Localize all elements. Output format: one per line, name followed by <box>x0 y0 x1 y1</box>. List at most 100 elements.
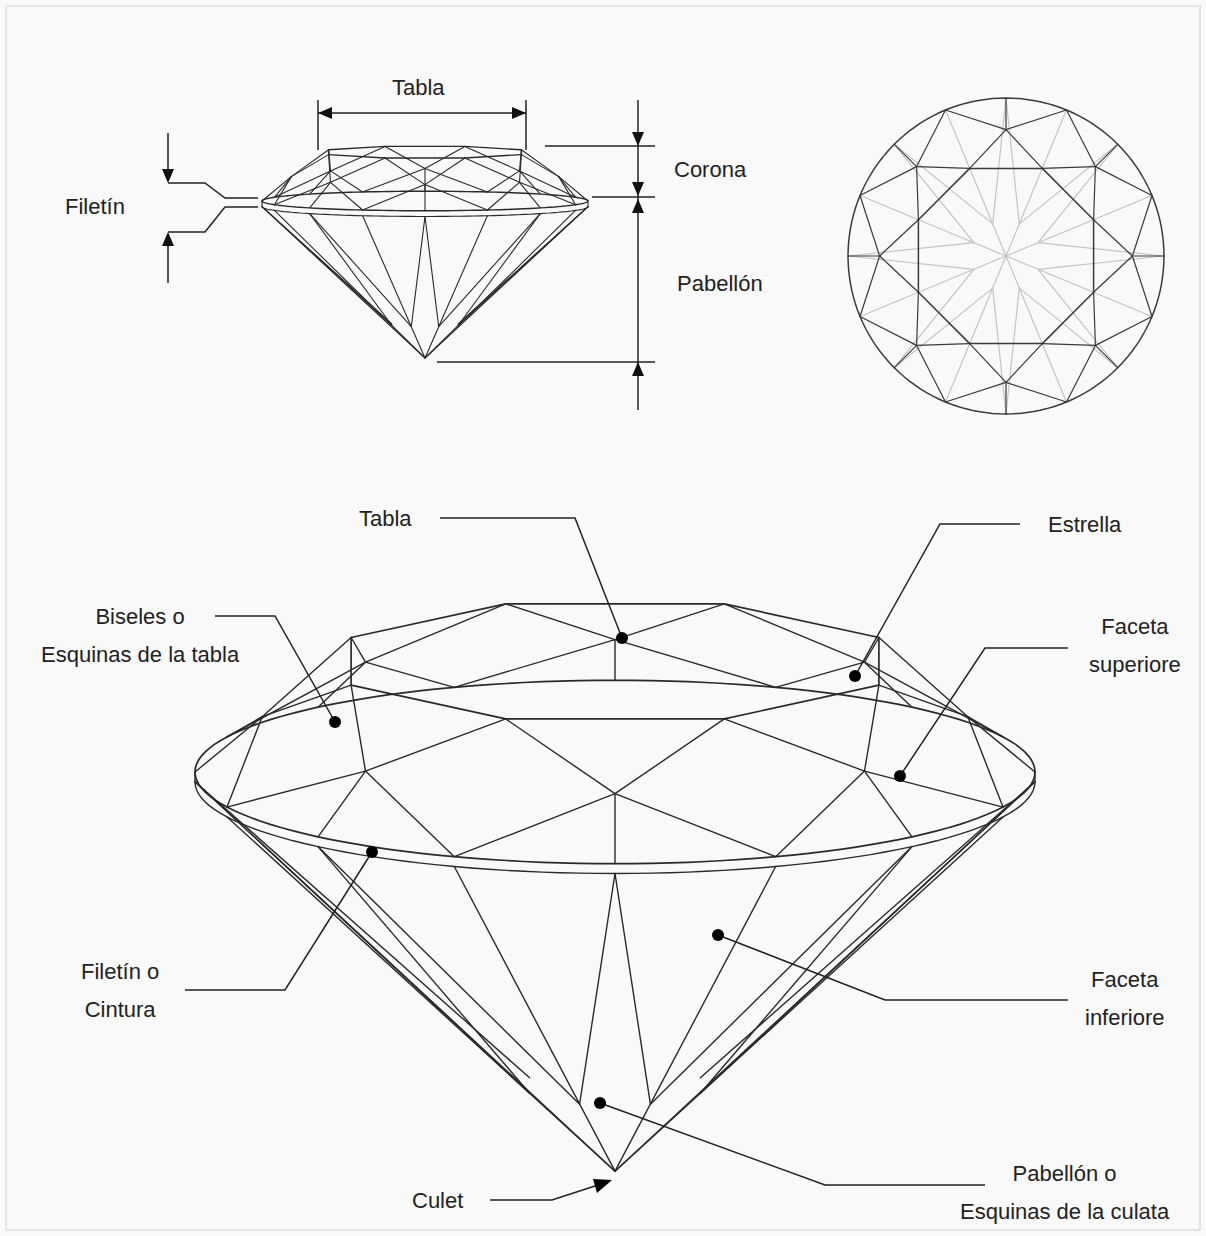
facet-edge <box>1006 382 1067 402</box>
girdle-outline <box>195 782 1035 874</box>
part-label: Tabla <box>359 506 412 532</box>
facet-edge <box>860 256 880 317</box>
facet-edge <box>1005 98 1006 130</box>
facet-edge <box>1042 167 1095 169</box>
facet-edge <box>615 640 776 688</box>
facet-edge <box>918 292 969 343</box>
facet-edge <box>917 344 970 346</box>
part-label: Culet <box>412 1188 463 1214</box>
leader-lines <box>185 518 1068 1200</box>
facet-edge <box>1042 344 1095 346</box>
facet-edge <box>878 638 880 686</box>
facet-edge <box>366 604 506 662</box>
facet-edge <box>274 177 291 198</box>
arrowhead <box>162 169 174 183</box>
facet-edge <box>1038 269 1118 367</box>
facet-edge <box>227 717 262 807</box>
girdle-bracket <box>168 183 258 198</box>
facet-edge <box>520 182 541 208</box>
extension-line <box>545 145 655 147</box>
facet-edge <box>848 255 880 256</box>
facet-edge <box>1005 382 1006 414</box>
facet-edge <box>291 155 328 177</box>
leader-line <box>185 852 372 990</box>
facet-edge <box>310 182 331 208</box>
facet-edge <box>559 177 576 198</box>
facet-edge <box>614 794 615 864</box>
facet-edge <box>425 207 588 358</box>
facet-edge <box>454 867 615 1172</box>
leader-dot <box>616 632 628 644</box>
facet-edge <box>776 662 865 687</box>
extension-line <box>525 100 527 150</box>
facet-edge <box>366 662 455 687</box>
facet-edge <box>700 782 1035 1078</box>
facet-edge <box>521 150 558 177</box>
arrowhead <box>632 182 644 196</box>
arrowhead <box>632 132 644 146</box>
side-profile <box>262 146 588 358</box>
dimension-lines <box>168 100 655 410</box>
facet-edge <box>1095 144 1117 166</box>
facet-edge <box>587 201 588 207</box>
facet-edge <box>970 344 1006 383</box>
leader-line <box>440 518 622 638</box>
facet-edge <box>724 685 879 719</box>
facet-edge <box>1006 344 1042 383</box>
leader-line <box>600 1103 985 1185</box>
facet-edge <box>195 782 530 1078</box>
facet-edge <box>274 171 330 197</box>
leader-dot <box>849 670 861 682</box>
facet-edge <box>465 155 522 158</box>
facet-edge <box>860 167 917 196</box>
facet-edge <box>424 169 425 192</box>
facet-edge <box>724 719 864 771</box>
facet-edge <box>1067 345 1096 402</box>
facet-edge <box>1038 256 1164 269</box>
facet-edge <box>1038 243 1164 256</box>
facet-edge <box>776 771 865 857</box>
facet-edge <box>329 155 386 158</box>
leader-dot <box>329 716 341 728</box>
top-view <box>848 98 1164 414</box>
facet-edge <box>968 717 1003 807</box>
arrowhead <box>632 199 644 213</box>
facet-edge <box>465 158 520 182</box>
facet-edge <box>970 343 1043 345</box>
facet-edge <box>1132 256 1152 317</box>
facet-edge <box>318 662 366 707</box>
facet-edge <box>615 794 776 857</box>
facet-edge <box>520 150 522 171</box>
facet-edge <box>1067 110 1096 167</box>
facet-edge <box>506 604 615 640</box>
facet-edge <box>970 130 1006 169</box>
dimension-line <box>167 133 169 170</box>
facet-edge <box>993 98 1006 224</box>
facet-edge <box>351 638 365 663</box>
facet-edge <box>848 256 974 269</box>
facet-edge <box>580 874 615 1105</box>
facet-edge <box>351 685 365 771</box>
facet-edge <box>506 603 725 605</box>
facet-edge <box>487 171 519 192</box>
facet-edge <box>968 717 1003 737</box>
facet-edge <box>1042 292 1093 343</box>
facet-edge <box>615 604 724 640</box>
leader-dot <box>594 1097 606 1109</box>
facet-edge <box>195 717 262 772</box>
facet-edge <box>425 210 576 358</box>
facet-edge <box>865 662 913 707</box>
facet-edge <box>559 177 588 201</box>
facet-edge <box>318 847 580 1105</box>
facet-edge <box>894 144 974 242</box>
facet-edge <box>385 146 425 168</box>
facet-edge <box>1038 144 1118 242</box>
facet-edge <box>439 214 541 327</box>
facet-edge <box>1006 98 1019 224</box>
facet-edge <box>331 182 363 210</box>
facet-edge <box>1019 144 1117 224</box>
part-label: Tabla <box>392 75 445 101</box>
frame <box>6 6 1200 1230</box>
facet-edge <box>329 146 386 149</box>
part-label: Faceta inferiore <box>1085 961 1164 1037</box>
